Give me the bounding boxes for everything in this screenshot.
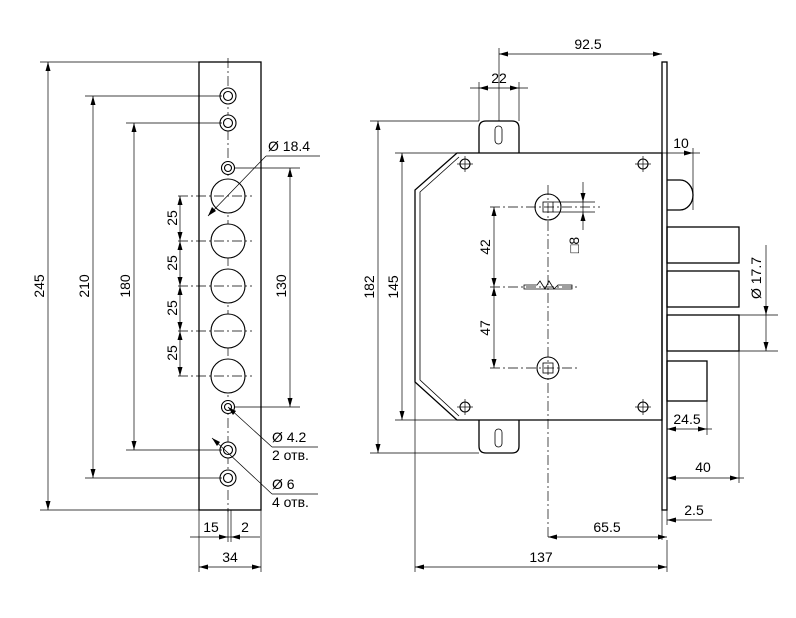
faceplate	[661, 61, 668, 511]
dim-line-245	[45, 62, 51, 510]
small-hole-label: Ø 4.2	[272, 429, 306, 445]
dim-line-145	[395, 152, 457, 421]
dim-92-5-label: 92.5	[574, 36, 601, 52]
dim-180-label: 180	[117, 274, 133, 298]
dim-line-210	[90, 96, 96, 478]
dim-line-17-7	[739, 245, 778, 352]
dim-line-182	[370, 120, 479, 454]
deadbolt-1	[666, 226, 740, 264]
lock-horizontal-axes	[490, 206, 600, 369]
mount-hole-top-2	[219, 114, 237, 132]
mount-hole-label: Ø 6	[272, 476, 295, 492]
dim-line-24-5	[667, 401, 712, 435]
dim-line-65-5	[548, 534, 667, 540]
dim-line-92-5	[498, 48, 662, 121]
mount-hole-count: 4 отв.	[272, 494, 309, 510]
dim-22-label: 22	[491, 70, 507, 86]
mount-hole-bottom-1	[219, 441, 237, 459]
dim-65-5-label: 65.5	[593, 519, 620, 535]
dim-line-pitch	[177, 196, 183, 376]
dim-182-label: 182	[361, 275, 377, 299]
dim-2-label: 2	[241, 519, 249, 535]
dim-line-10	[662, 148, 700, 210]
dim-line-2-5	[661, 510, 712, 540]
dim-40-label: 40	[695, 459, 711, 475]
dim-line-square-8	[553, 182, 595, 230]
screw-hole-bottom-right	[635, 399, 651, 415]
leader-18-4	[207, 155, 320, 217]
dim-42-label: 42	[477, 239, 493, 255]
small-hole-top	[220, 160, 236, 176]
dim-line-42-47	[491, 207, 497, 368]
dim-line-137	[414, 382, 668, 572]
lock-body-inner-edge	[419, 156, 460, 417]
dim-25-label-1: 25	[164, 210, 180, 226]
strike-plate-view: 245 210 180 25 25 25 25	[31, 58, 320, 572]
dim-25-label-4: 25	[164, 345, 180, 361]
dim-line-22	[470, 82, 528, 121]
bottom-mount-tab	[478, 420, 520, 454]
big-hole-label: Ø 18.4	[268, 138, 310, 154]
leader-6	[211, 437, 318, 495]
mount-hole-top-1	[219, 87, 237, 105]
latch-bolt	[667, 179, 694, 211]
dim-210-label: 210	[76, 274, 92, 298]
dim-130-label: 130	[273, 274, 289, 298]
small-hole-count: 2 отв.	[272, 447, 309, 463]
leader-4-2	[227, 406, 318, 448]
dim-137-label: 137	[529, 549, 553, 565]
dim-245-label: 245	[31, 274, 47, 298]
dim-24-5-label: 24.5	[673, 411, 700, 427]
screw-hole-top-left	[457, 156, 473, 172]
lock-body-outline	[414, 152, 663, 421]
screw-hole-bottom-left	[457, 399, 473, 415]
dim-47-label: 47	[477, 320, 493, 336]
dim-line-bottom	[190, 510, 262, 572]
anti-friction-latch	[666, 360, 708, 402]
bottom-tab-slot	[494, 428, 503, 448]
dim-line-40	[667, 351, 744, 483]
screw-hole-top-right	[635, 156, 651, 172]
dim-15-label: 15	[203, 519, 219, 535]
deadbolt-3	[666, 314, 740, 352]
mount-hole-bottom-2	[219, 469, 237, 487]
dim-25-label-3: 25	[164, 300, 180, 316]
lock-body-view: 42 47 □8 92.5 22	[361, 36, 778, 572]
bolt-hole-axes	[178, 195, 252, 377]
square-8-label: □8	[566, 237, 582, 253]
dim-34-label: 34	[222, 549, 238, 565]
strike-extension-lines	[40, 61, 300, 511]
dim-2-5-label: 2.5	[684, 502, 704, 518]
top-tab-slot	[494, 125, 503, 145]
keyhole	[523, 280, 573, 290]
bolt-diameter-label: Ø 17.7	[748, 257, 764, 299]
dim-25-label-2: 25	[164, 255, 180, 271]
dim-line-130	[287, 168, 293, 407]
dim-145-label: 145	[385, 275, 401, 299]
deadbolt-2	[666, 270, 740, 308]
dim-line-180	[131, 123, 137, 450]
dim-10-label: 10	[673, 135, 689, 151]
